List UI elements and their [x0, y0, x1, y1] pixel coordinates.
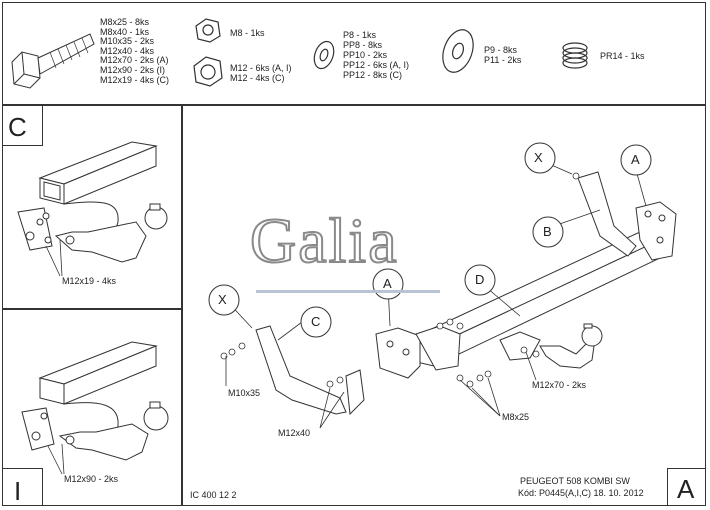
label-m12x40: M12x40 — [278, 428, 311, 438]
washer-line: PP8 - 8ks — [343, 40, 383, 50]
vehicle-model: PEUGEOT 508 KOMBI SW — [520, 476, 630, 486]
ball-hitch — [499, 323, 603, 369]
header-divider — [2, 104, 706, 106]
side-arm-c — [255, 325, 365, 416]
nut-m8-label: M8 - 1ks — [230, 28, 265, 38]
panel-a-letter: A — [677, 474, 695, 504]
large-washer-list: P9 - 8ks P11 - 2ks — [484, 45, 521, 65]
washer-line: PP10 - 2ks — [343, 50, 388, 60]
panel-c-leader — [45, 239, 63, 277]
nut-m8-icon — [195, 18, 221, 43]
footer-a-box-h — [667, 468, 706, 469]
panel-c-letter-box-h — [2, 145, 43, 146]
callout-d: D — [475, 272, 485, 287]
fastener-stack — [220, 172, 580, 388]
drawing-code: IC 400 12 2 — [190, 490, 237, 500]
nut-m12-icon — [193, 56, 223, 87]
bolt-line: M12x90 - 2ks (I) — [100, 64, 166, 75]
bolt-list: M8x25 - 8ks M8x40 - 1ks M10x35 - 2ks M12… — [100, 17, 170, 85]
bolt-line: M12x40 - 4ks — [100, 45, 155, 56]
large-washer-icon — [442, 29, 474, 73]
galia-logo-underline — [256, 290, 440, 293]
callout-x-top: X — [534, 150, 543, 165]
panel-c-letter-box-v — [42, 105, 43, 145]
side-arm-b — [577, 171, 637, 257]
bracket-a-right — [635, 201, 677, 261]
bolt-line: M12x19 - 4ks (C) — [100, 74, 170, 85]
callout-a-top: A — [631, 152, 640, 167]
panel-i-letter-box-h — [2, 468, 43, 469]
panel-i-letter: I — [14, 476, 22, 506]
leader-lines — [225, 159, 647, 429]
towbar-detail-c — [17, 141, 168, 263]
towbar-detail-i — [21, 341, 169, 461]
panel-c-i-divider — [2, 308, 182, 310]
panel-i-letter-box-v — [42, 468, 43, 506]
spring-washer-icon — [562, 42, 588, 69]
washer-line: PP12 - 6ks (A, I) — [343, 60, 410, 70]
label-m8x25: M8x25 — [502, 412, 530, 422]
washer-line: P8 - 1ks — [343, 30, 377, 40]
galia-logo: Galia — [249, 205, 399, 277]
bolt-line: M10x35 - 2ks — [100, 36, 155, 47]
washer-line: PP12 - 8ks (C) — [343, 70, 403, 80]
callout-x-left: X — [218, 292, 227, 307]
spring-label: PR14 - 1ks — [600, 51, 645, 61]
callout-c: C — [311, 314, 321, 329]
large-washer-line: P11 - 2ks — [484, 55, 522, 65]
footer-a-box-v — [667, 468, 668, 506]
nut-m12-line: M12 - 6ks (A, I) — [230, 63, 292, 73]
washer-icon — [313, 40, 335, 70]
bracket-a-middle — [375, 325, 461, 379]
bolt-line: M12x70 - 2ks (A) — [100, 55, 169, 66]
bolt-line: M8x40 - 1ks — [100, 26, 150, 37]
kod-date: Kód: P0445(A,I,C) 18. 10. 2012 — [518, 488, 644, 498]
panel-divider — [181, 105, 183, 506]
callout-b: B — [543, 224, 552, 239]
drawing-frame — [2, 2, 706, 506]
panel-i-leader — [47, 443, 65, 475]
washer-list: P8 - 1ks PP8 - 8ks PP10 - 2ks PP12 - 6ks… — [343, 30, 409, 80]
label-m10x35: M10x35 — [228, 388, 261, 398]
bolt-line: M8x25 - 8ks — [100, 17, 150, 27]
nut-m12-line: M12 - 4ks (C) — [230, 73, 285, 83]
callout-circles — [208, 142, 652, 338]
nut-m12-list: M12 - 6ks (A, I) M12 - 4ks (C) — [230, 63, 292, 83]
label-m12x70: M12x70 - 2ks — [532, 380, 587, 390]
panel-c-bolt-label: M12x19 - 4ks — [62, 276, 117, 286]
bolt-icon — [11, 33, 95, 89]
callout-a-middle: A — [383, 276, 392, 291]
panel-c-letter: C — [8, 112, 27, 142]
panel-i-bolt-label: M12x90 - 2ks — [64, 474, 119, 484]
large-washer-line: P9 - 8ks — [484, 45, 518, 55]
